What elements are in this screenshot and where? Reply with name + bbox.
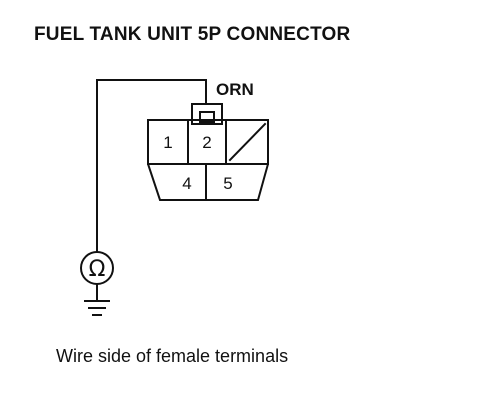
wire-color-label: ORN	[216, 80, 254, 99]
diagram-title: FUEL TANK UNIT 5P CONNECTOR	[34, 24, 351, 45]
test-wire	[96, 79, 207, 253]
ohm-symbol: Ω	[89, 257, 106, 282]
pin-4-label: 4	[182, 174, 191, 193]
pin-5-label: 5	[223, 174, 232, 193]
pin-1-label: 1	[163, 133, 172, 152]
ground-icon	[84, 283, 110, 316]
connector-body	[147, 119, 269, 201]
pin-2-label: 2	[202, 133, 211, 152]
diagram-caption: Wire side of female terminals	[56, 346, 289, 366]
